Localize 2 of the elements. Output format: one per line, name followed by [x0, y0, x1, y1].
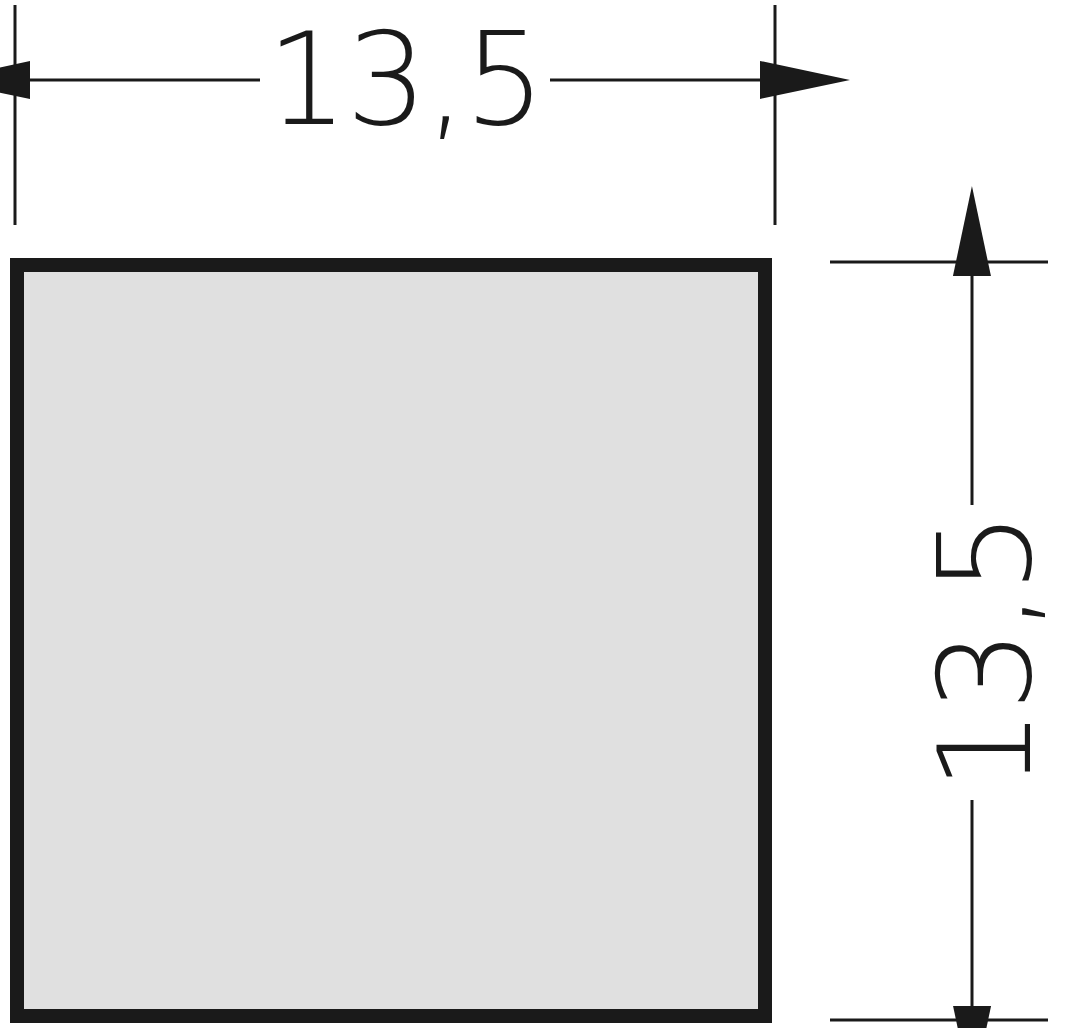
dimension-label: 13,5	[266, 16, 544, 144]
dimension-label: 13,5	[921, 513, 1049, 791]
